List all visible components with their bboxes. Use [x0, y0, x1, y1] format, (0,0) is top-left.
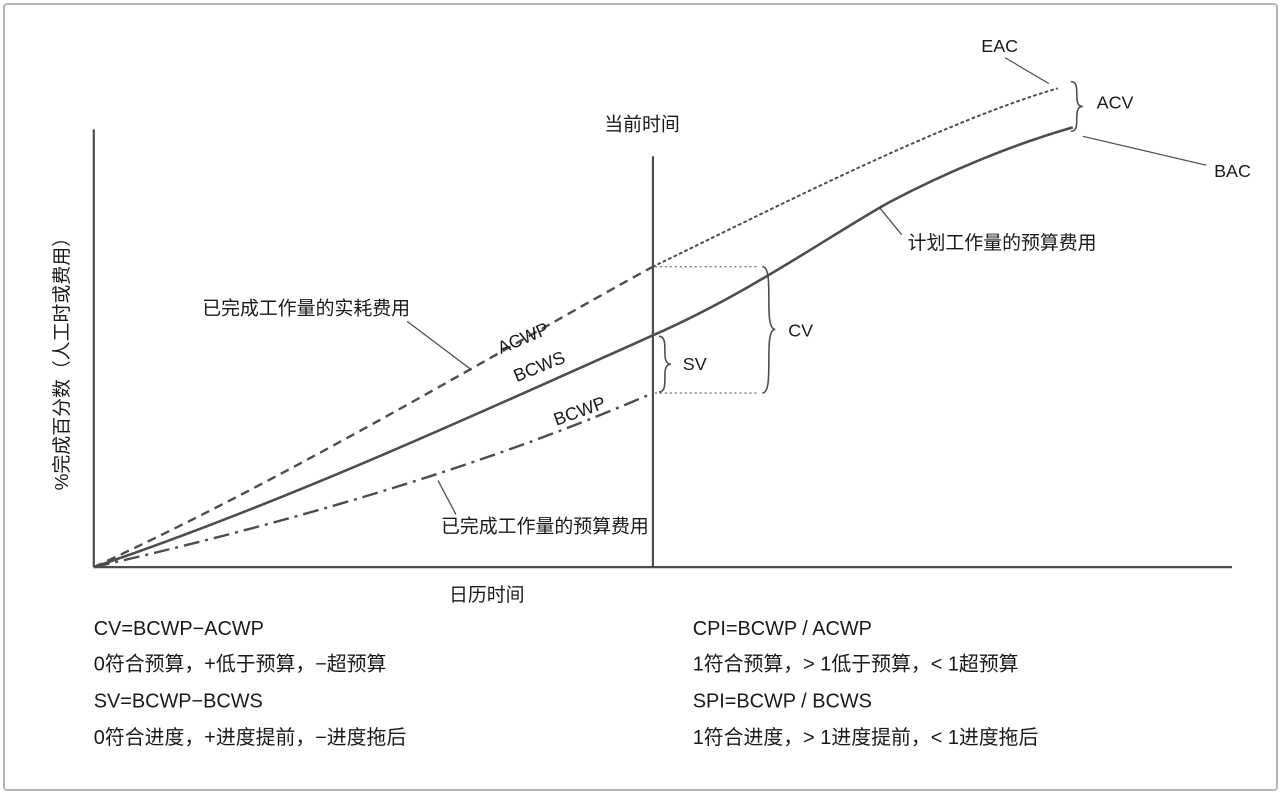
formula-cpi-rule: 1符合预算，> 1低于预算，< 1超预算 [693, 654, 1019, 676]
annotation-completed-work-budget: 已完成工作量的预算费用 [441, 515, 649, 537]
formula-sv: SV=BCWP−BCWS [94, 690, 263, 712]
bac-label: BAC [1214, 161, 1251, 181]
eac-label: EAC [981, 36, 1018, 56]
current-time-label: 当前时间 [604, 113, 680, 135]
formula-cv: CV=BCWP−ACWP [94, 618, 264, 640]
bcwp-curve [93, 391, 654, 569]
annotation-completed-work-actual: 已完成工作量的实耗费用 [202, 297, 410, 319]
eac-leader [1004, 57, 1050, 85]
acv-label: ACV [1097, 92, 1134, 112]
cv-brace [762, 265, 776, 394]
actual-cost-annotation-leader [406, 320, 473, 371]
sv-label: SV [683, 354, 707, 374]
formula-spi: SPI=BCWP / BCWS [693, 690, 872, 712]
bcws-bac-curve [93, 126, 1074, 569]
sv-brace [658, 335, 672, 393]
figure-frame: %完成百分数（人工时或费用） 日历时间 当前时间 ACWP BCWS BCWP … [3, 3, 1278, 791]
acwp-label: ACWP [494, 319, 551, 358]
formula-cpi: CPI=BCWP / ACWP [693, 618, 872, 640]
y-axis-label: %完成百分数（人工时或费用） [51, 228, 73, 490]
acwp-curve [93, 265, 654, 569]
bcws-label: BCWS [511, 347, 568, 386]
formula-spi-rule: 1符合进度，> 1进度提前，< 1进度拖后 [693, 727, 1039, 749]
x-axis-label: 日历时间 [449, 584, 525, 606]
annotation-planned-work-budget: 计划工作量的预算费用 [908, 232, 1097, 254]
formula-sv-rule: 0符合进度，+进度提前，−进度拖后 [94, 727, 407, 749]
acv-brace [1070, 80, 1083, 133]
budget-completed-annotation-leader [437, 480, 457, 515]
bac-leader [1082, 135, 1207, 166]
formula-cv-rule: 0符合预算，+低于预算，−超预算 [94, 654, 387, 676]
evm-diagram: %完成百分数（人工时或费用） 日历时间 当前时间 ACWP BCWS BCWP … [51, 36, 1251, 749]
eac-projection-curve [651, 87, 1058, 268]
planned-budget-annotation-leader [879, 207, 903, 236]
cv-label: CV [788, 320, 813, 340]
